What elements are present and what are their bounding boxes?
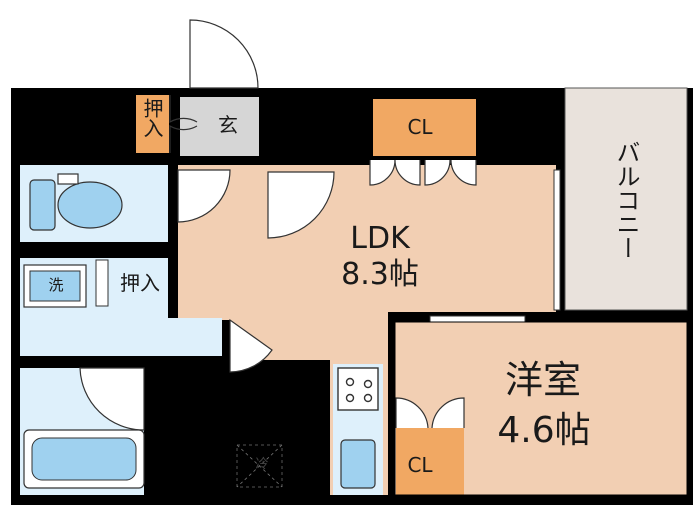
western-outline [394,321,688,496]
ldk-name: LDK [350,221,410,256]
ldk-closet-label: CL [407,115,433,139]
entry-closet [136,95,169,153]
western-size: 4.6帖 [497,410,591,451]
western-closet-label: CL [407,453,433,477]
sink-fixture [340,439,376,489]
fridge-label: 冷 [255,457,269,472]
toilet-fixture [29,173,123,231]
western-name: 洋室 [504,358,581,402]
entrance-area [180,97,259,156]
fridge-space [236,444,283,488]
bathtub-inner [31,437,137,481]
stove-icon [337,367,379,411]
balcony-area [564,87,688,311]
western-closet [396,428,464,495]
fridge-cross-b [236,444,283,488]
western-window [429,315,526,323]
ldk-size: 8.3帖 [341,257,419,292]
washer-label: 洗 [48,276,64,294]
entry-closet-label: 押入 [140,98,164,138]
ldk-closet [373,99,476,156]
ldk-floor [178,165,556,495]
hall-closet-label: 押入 [120,271,160,295]
basin-counter [95,259,109,307]
ldk-window [553,169,561,311]
door-swings [79,19,477,431]
washer-inner [29,270,81,302]
balcony-label: バルコニー [612,140,640,260]
entrance-label: 玄 [218,113,238,137]
